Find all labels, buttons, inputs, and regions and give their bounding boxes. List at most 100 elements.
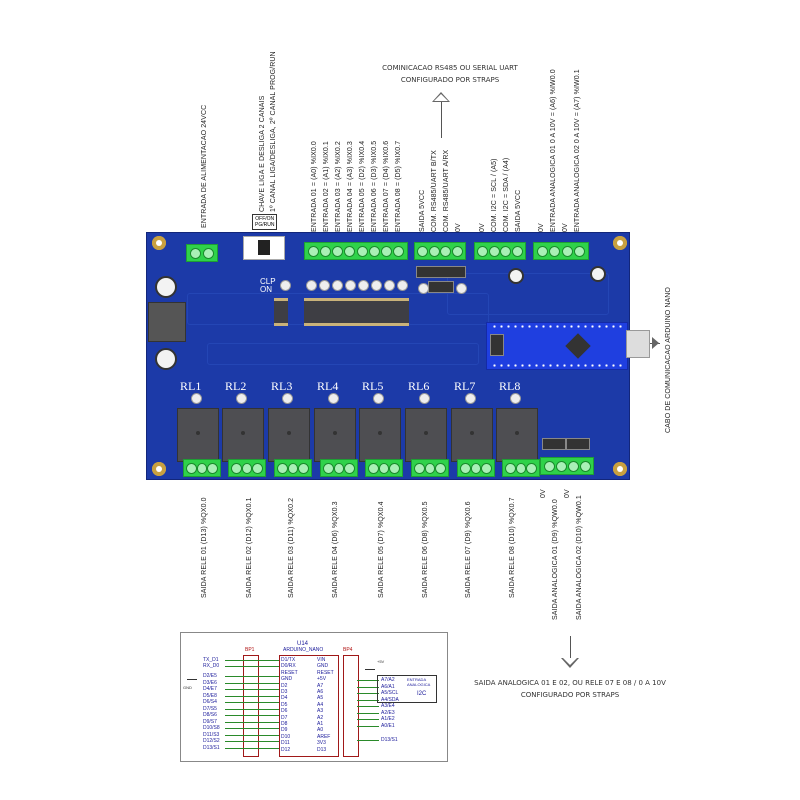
capacitor-c1 xyxy=(155,276,177,298)
mounting-hole xyxy=(613,236,627,250)
terminal-relay-5 xyxy=(365,459,403,477)
schematic-bp1-label: BP1 xyxy=(245,647,255,653)
schematic-u14-box xyxy=(279,655,339,757)
schematic-wire xyxy=(225,715,279,716)
microcontroller-chip xyxy=(565,333,591,359)
capacitor-c6 xyxy=(590,266,606,282)
optocoupler-extra xyxy=(274,298,288,326)
switch-caption-line1: OFF/ON xyxy=(255,216,275,222)
strap-header[interactable] xyxy=(428,281,454,293)
led-input-1 xyxy=(306,280,317,291)
relay-6 xyxy=(405,408,447,462)
schematic-gnd-label: GND xyxy=(183,685,192,690)
schematic-left-net: D4/E7 xyxy=(203,686,217,692)
label-relay-02: SAIDA RELE 02 (D12) %QX0.1 xyxy=(246,497,253,598)
terminal-relay-6 xyxy=(411,459,449,477)
relay-3 xyxy=(268,408,310,462)
pcb-trace xyxy=(447,273,609,315)
schematic-bp1-box xyxy=(243,655,259,757)
led-input-7 xyxy=(384,280,395,291)
schematic-right-pin: +5V xyxy=(317,676,327,683)
schematic-wire xyxy=(357,740,379,741)
schematic-wire xyxy=(225,708,279,710)
rs485-caption-line1: COMINICACAO RS485 OU SERIAL UART xyxy=(382,64,518,72)
relay-7 xyxy=(451,408,493,462)
label-relay-06: SAIDA RELE 06 (D8) %QX0.5 xyxy=(422,501,429,598)
analog-arrow-icon xyxy=(561,658,579,668)
schematic-right-pin: A6 xyxy=(317,689,324,695)
schematic-right-net: A7/A2 xyxy=(381,677,395,683)
schematic-left-pin: GND xyxy=(281,676,293,683)
schematic-wire xyxy=(357,719,379,720)
schematic-left-net: D10/S8 xyxy=(203,725,220,731)
power-switch[interactable] xyxy=(243,236,285,260)
schematic-right-pin: D13 xyxy=(317,746,327,753)
capacitor-c2 xyxy=(155,348,177,370)
led-input-5 xyxy=(358,280,369,291)
relay-5 xyxy=(359,408,401,462)
label-input-01: ENTRADA 01 = (A0) %IX0.0 xyxy=(311,141,318,232)
terminal-relay-8 xyxy=(502,459,540,477)
relay-1 xyxy=(177,408,219,462)
usb-connector[interactable] xyxy=(626,330,650,358)
schematic-module-name: ARDUINO_NANO xyxy=(283,647,324,653)
terminal-rs485 xyxy=(414,242,466,260)
schematic-left-pin: RESET xyxy=(281,669,298,676)
schematic-wire xyxy=(225,728,279,729)
schematic-wire xyxy=(225,702,279,703)
relay-led-5 xyxy=(373,393,384,404)
schematic-right-pin: A5 xyxy=(317,695,324,702)
schematic-left-pin: D10 xyxy=(281,733,291,740)
rs485-caption: COMINICACAO RS485 OU SERIAL UART CONFIGU… xyxy=(370,62,530,86)
led-tx xyxy=(456,283,467,294)
mounting-hole xyxy=(152,236,166,250)
schematic-left-net: D2/E5 xyxy=(203,673,217,679)
label-input-04: ENTRADA 04 = (A3) %IX0.3 xyxy=(347,141,354,232)
schematic-left-net: D11/S3 xyxy=(203,731,220,738)
schematic-left-pin: D4 xyxy=(281,695,288,702)
voltage-regulator xyxy=(148,302,186,342)
icsp-header xyxy=(490,334,504,356)
label-relay-07: SAIDA RELE 07 (D9) %QX0.6 xyxy=(465,501,472,598)
schematic-bp4-label: BP4 xyxy=(343,647,353,653)
schematic-left-pin: D6 xyxy=(281,708,288,715)
label-input-06: ENTRADA 06 = (D3) %IX0.5 xyxy=(371,140,378,232)
schematic-analog-label: ENTRADA ANALOGICA xyxy=(407,677,431,687)
label-aout-02: SAIDA ANALOGICA 02 (D10) %QW0.1 xyxy=(576,495,583,620)
relay-8 xyxy=(496,408,538,462)
optocoupler-5 xyxy=(356,298,370,326)
schematic-right-pin: AREF xyxy=(317,733,331,740)
schematic-right-pin: A4 xyxy=(317,701,324,708)
schematic-left-pin: D3 xyxy=(281,689,288,695)
strap-header[interactable] xyxy=(416,266,466,278)
schematic-wire xyxy=(357,706,379,707)
schematic-left-net: D9/S7 xyxy=(203,718,217,725)
relay-label-5: RL5 xyxy=(362,379,384,393)
label-rs485-5v: SAIDA 5VCC xyxy=(419,189,426,232)
nano-cable-arrow-icon xyxy=(652,337,659,349)
relay-led-3 xyxy=(282,393,293,404)
schematic-wire xyxy=(225,741,279,742)
schematic-right-pin: A2 xyxy=(317,714,324,721)
schematic-ground-icon xyxy=(365,669,375,670)
clp-label: CLP xyxy=(260,277,276,286)
schematic-right-net: A0/E1 xyxy=(381,722,395,729)
label-aout-01: SAIDA ANALOGICA 01 (D9) %QW0.0 xyxy=(552,499,559,620)
schematic-wire xyxy=(225,689,279,690)
label-relay-01: SAIDA RELE 01 (D13) %QX0.0 xyxy=(201,497,208,598)
clp-on-label: CLP ON xyxy=(260,278,276,294)
relay-led-6 xyxy=(419,393,430,404)
schematic-right-pin: 3V3 xyxy=(317,740,326,747)
terminal-analog-out xyxy=(540,457,594,475)
schematic-right-pin: A1 xyxy=(317,721,324,727)
rs485-caption-line2: CONFIGURADO POR STRAPS xyxy=(400,76,500,84)
label-ain-0v-2: 0V xyxy=(562,223,569,232)
label-aout-0v-1: 0V xyxy=(540,489,547,498)
strap-header-analog[interactable] xyxy=(566,438,590,450)
switch-caption-line2: PG/RUN xyxy=(255,222,275,228)
strap-header-analog[interactable] xyxy=(542,438,566,450)
label-rs485-tx: COM. RS485/UART B/TX xyxy=(431,150,438,232)
led-power xyxy=(280,280,291,291)
analog-caption-line2: CONFIGURADO POR STRAPS xyxy=(520,691,620,699)
schematic-right-pin: A3 xyxy=(317,708,324,715)
